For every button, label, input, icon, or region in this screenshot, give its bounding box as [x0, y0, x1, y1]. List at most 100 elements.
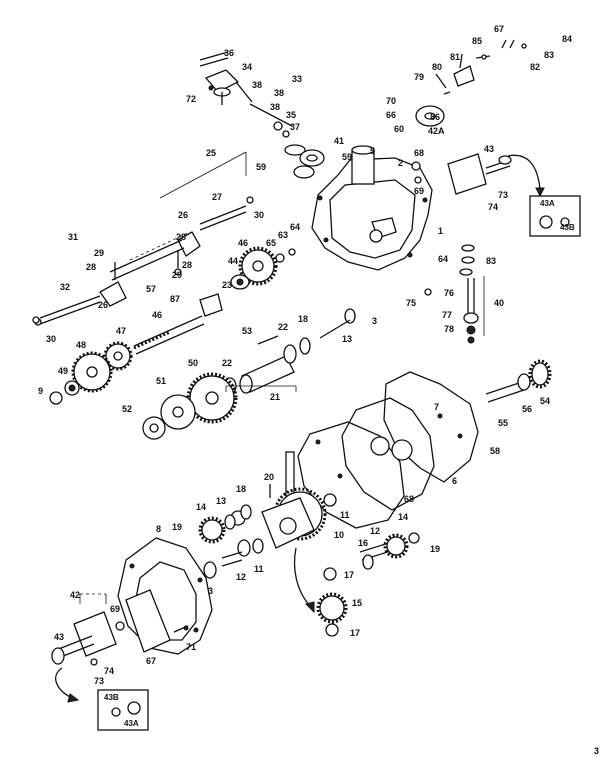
callout-79: 79: [414, 72, 424, 82]
callout-38a: 38: [252, 80, 262, 90]
callout-86: 86: [430, 112, 440, 122]
callout-12a: 12: [236, 572, 246, 582]
inset-43ab-bottom: 43B 43A: [97, 689, 149, 731]
callout-37: 37: [290, 122, 300, 132]
shift-lever-assembly: [199, 51, 325, 179]
callout-3b: 3: [208, 586, 213, 596]
callout-labels: 36 34 33 72 38 38 38 35 37 25 59 59 41 5…: [38, 24, 599, 756]
callout-83a: 83: [486, 256, 496, 266]
callout-80: 80: [432, 62, 442, 72]
callout-29a: 29: [94, 248, 104, 258]
arrow-to-inset-bottom: [55, 667, 73, 699]
callout-14a: 14: [196, 502, 206, 512]
lower-gaskets: [297, 371, 479, 529]
corner-mark: 3: [594, 746, 599, 756]
lower-axle-assembly: [51, 593, 125, 666]
callout-7: 7: [434, 402, 439, 412]
callout-36: 36: [224, 48, 234, 58]
callout-68b: 68: [404, 494, 414, 504]
callout-35: 35: [286, 110, 296, 120]
arrow-to-inset-top: [507, 154, 541, 191]
callout-10: 10: [334, 530, 344, 540]
callout-20: 20: [264, 472, 274, 482]
callout-73a: 73: [498, 190, 508, 200]
callout-52: 52: [122, 404, 132, 414]
arrow-head-bottom: [67, 693, 80, 703]
callout-57: 57: [146, 284, 156, 294]
callout-22b: 22: [222, 358, 232, 368]
callout-84: 84: [562, 34, 572, 44]
callout-59a: 59: [256, 162, 266, 172]
callout-12b: 12: [370, 526, 380, 536]
lower-transmission-housing: [117, 537, 213, 655]
callout-77: 77: [442, 310, 452, 320]
callout-30b: 30: [46, 334, 56, 344]
callout-29b: 29: [172, 270, 182, 280]
callout-55: 55: [498, 418, 508, 428]
callout-17b: 17: [350, 628, 360, 638]
callout-33: 33: [292, 74, 302, 84]
idler-shaft-assembly: [142, 308, 356, 440]
callout-26a: 26: [178, 210, 188, 220]
inset-bottom-label-a: 43A: [124, 719, 139, 728]
inset-top-label-a: 43A: [540, 199, 555, 208]
callout-74a: 74: [488, 202, 498, 212]
callout-43a: 43: [484, 144, 494, 154]
callout-42: 42: [70, 590, 80, 600]
callout-59b: 59: [342, 152, 352, 162]
callout-71: 71: [186, 642, 196, 652]
callout-64a: 64: [290, 222, 300, 232]
callout-8: 8: [156, 524, 161, 534]
callout-67a: 67: [146, 656, 156, 666]
callout-44: 44: [228, 256, 238, 266]
callout-78: 78: [444, 324, 454, 334]
callout-34: 34: [242, 62, 252, 72]
shift-fork-shafts: [34, 196, 254, 326]
callout-68a: 68: [414, 148, 424, 158]
callout-81: 81: [450, 52, 460, 62]
callout-70: 70: [386, 96, 396, 106]
callout-50: 50: [188, 358, 198, 368]
callout-3a: 3: [372, 316, 377, 326]
callout-19a: 19: [172, 522, 182, 532]
callout-19b: 19: [430, 544, 440, 554]
callout-75: 75: [406, 298, 416, 308]
callout-28c: 28: [86, 262, 96, 272]
callout-38c: 38: [270, 102, 280, 112]
callout-56: 56: [522, 404, 532, 414]
upper-transmission-housing: [311, 145, 433, 271]
callout-15: 15: [352, 598, 362, 608]
callout-22a: 22: [278, 322, 288, 332]
callout-47: 47: [116, 326, 126, 336]
callout-42a: 42A: [428, 126, 445, 136]
callout-65: 65: [266, 238, 276, 248]
callout-85: 85: [472, 36, 482, 46]
callout-76: 76: [444, 288, 454, 298]
callout-18b: 18: [236, 484, 246, 494]
callout-13a: 13: [342, 334, 352, 344]
callout-46a: 46: [238, 238, 248, 248]
callout-58: 58: [490, 446, 500, 456]
callout-30a: 30: [254, 210, 264, 220]
callout-82: 82: [530, 62, 540, 72]
right-side-brake-assembly: [411, 39, 527, 344]
callout-51: 51: [156, 376, 166, 386]
callout-40: 40: [494, 298, 504, 308]
callout-32: 32: [60, 282, 70, 292]
callout-6: 6: [452, 476, 457, 486]
lower-right-shafts: [485, 359, 552, 403]
arrow-head-top: [535, 187, 545, 198]
callout-11b: 11: [254, 564, 264, 574]
callout-74b: 74: [104, 666, 114, 676]
callout-64b: 64: [438, 254, 448, 264]
callout-14b: 14: [398, 512, 408, 522]
callout-11a: 11: [340, 510, 350, 520]
callout-1: 1: [438, 226, 443, 236]
callout-46b: 46: [152, 310, 162, 320]
callout-26b: 26: [98, 300, 108, 310]
callout-41: 41: [334, 136, 344, 146]
callout-67b: 67: [494, 24, 504, 34]
callout-16: 16: [358, 538, 368, 548]
callout-69b: 69: [110, 604, 120, 614]
